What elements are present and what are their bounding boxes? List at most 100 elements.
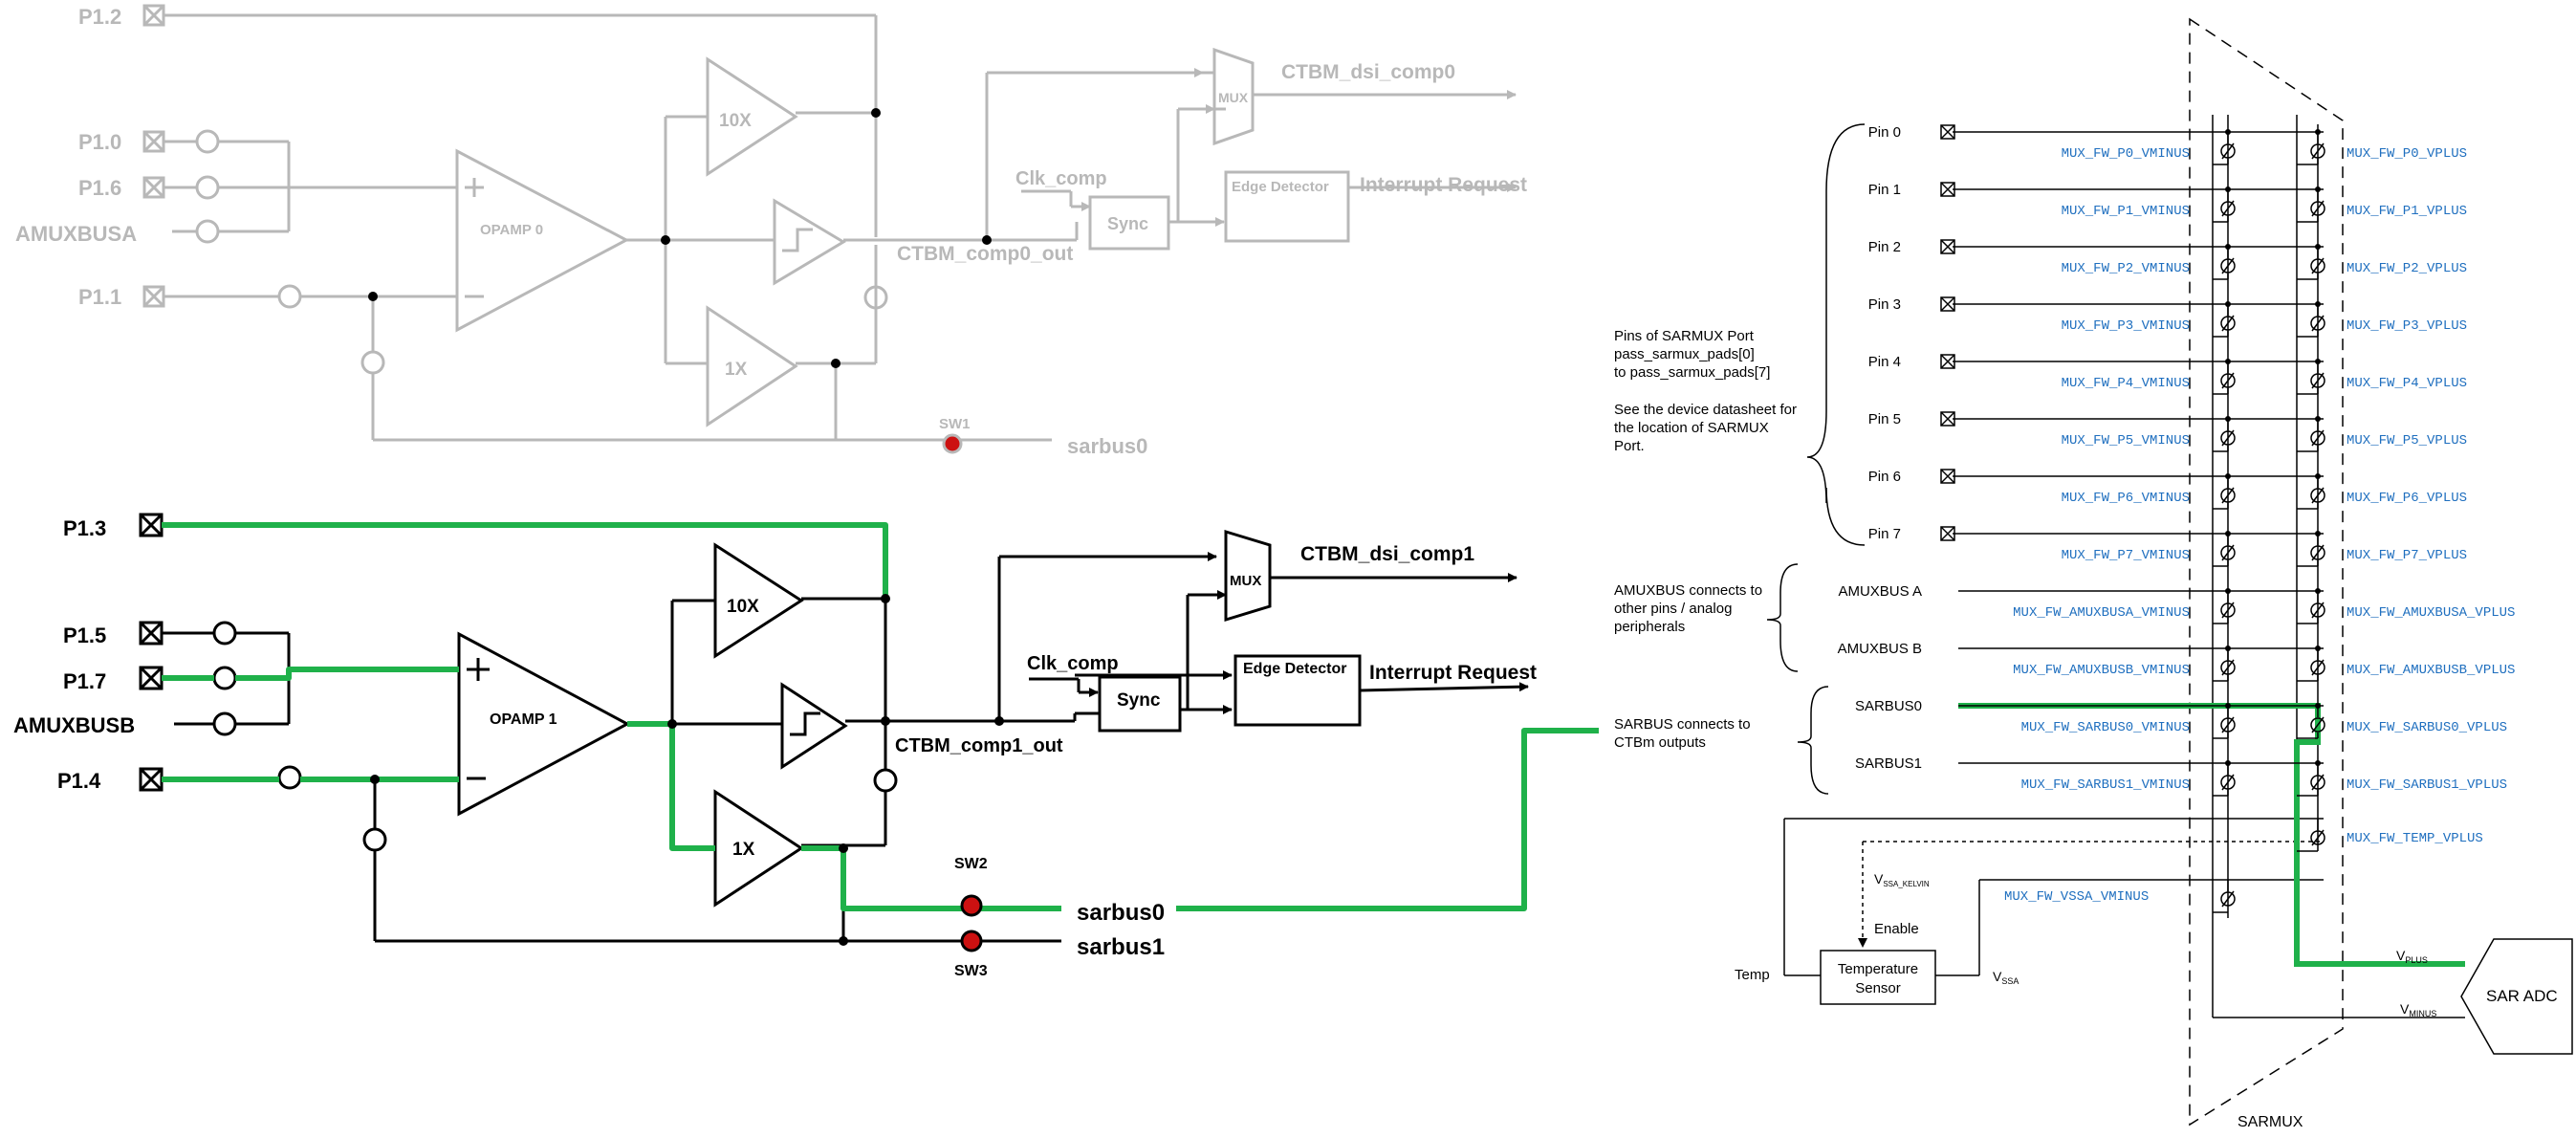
- pin-label: P1.3: [63, 516, 106, 540]
- vplus-label: VPLUS: [2396, 948, 2428, 965]
- note-sarbus-line: CTBm outputs: [1614, 734, 1706, 751]
- comparator0-symbol: [773, 198, 846, 286]
- mux-switch-icon: [2220, 545, 2236, 560]
- mux-switch-icon: [2310, 488, 2325, 503]
- vplus-switch-label: MUX_FW_SARBUS0_VPLUS: [2347, 720, 2507, 735]
- edge-detector-label: Edge Detector: [1243, 661, 1346, 677]
- mux-switch-icon: [2310, 717, 2325, 733]
- junction: [2225, 760, 2231, 766]
- junction: [2225, 473, 2231, 479]
- mux-switch-icon: [2310, 373, 2325, 388]
- sw3-label: SW3: [954, 963, 988, 979]
- pin-label: P1.7: [63, 669, 106, 693]
- vplus-switch-label: MUX_FW_P5_VPLUS: [2347, 433, 2467, 449]
- note-pins-line: See the device datasheet for: [1614, 402, 1797, 418]
- amp10x-label: 10X: [719, 111, 752, 131]
- opamp0-label: OPAMP 0: [480, 222, 543, 238]
- junction: [2315, 359, 2321, 364]
- mux-switch-icon: [2310, 316, 2325, 331]
- comp0-out-label: CTBM_comp0_out: [897, 243, 1073, 265]
- vplus-switch-label: MUX_FW_SARBUS1_VPLUS: [2347, 777, 2507, 793]
- ctbm1-block: [139, 513, 1529, 943]
- sarmux-row-label: SARBUS1: [1855, 755, 1922, 772]
- vplus-switch-label: MUX_FW_AMUXBUSB_VPLUS: [2347, 663, 2515, 678]
- vminus-switch-label: MUX_FW_P5_VMINUS: [2062, 433, 2190, 449]
- vplus-switch-label: MUX_FW_AMUXBUSA_VPLUS: [2347, 605, 2515, 621]
- sarmux-row-label: AMUXBUS A: [1838, 583, 1922, 600]
- sarmux-row-label: Pin 5: [1868, 411, 1901, 427]
- sw2-label: SW2: [954, 856, 988, 872]
- mux-switch-icon: [2310, 602, 2325, 618]
- active-signal-path: [162, 522, 1599, 911]
- mux-switch-icon: [2310, 775, 2325, 790]
- mux-label: MUX: [1230, 573, 1261, 589]
- edge-detector-top-box: [1224, 170, 1350, 243]
- pin-p1-7: [139, 666, 164, 690]
- pin-p1-0: [142, 130, 165, 153]
- junction: [661, 235, 670, 245]
- mux-switch-icon: [2310, 430, 2325, 446]
- vminus-switch-label: MUX_FW_SARBUS1_VMINUS: [2021, 777, 2190, 793]
- mux-switch-icon: [2310, 545, 2325, 560]
- note-pins-line: Pins of SARMUX Port: [1614, 328, 1755, 344]
- junction: [2225, 703, 2231, 709]
- junction: [2315, 186, 2321, 192]
- mux-switch-icon: [2310, 201, 2325, 216]
- note-pins-line: pass_sarmux_pads[0]: [1614, 346, 1755, 362]
- sarmux-row-label: Pin 2: [1868, 239, 1901, 255]
- sarmux-row-label: AMUXBUS B: [1838, 641, 1922, 657]
- junction: [2315, 588, 2321, 594]
- irq-label: Interrupt Request: [1360, 174, 1527, 196]
- junction: [2225, 416, 2231, 422]
- sarmux-block: [1766, 17, 2573, 1127]
- vplus-switch-label: MUX_FW_P0_VPLUS: [2347, 146, 2467, 162]
- junction: [2225, 186, 2231, 192]
- ctbm0-labels: P1.2 P1.0 P1.6 AMUXBUSA P1.1 OPAMP 0 10X…: [15, 5, 1527, 458]
- junction: [2225, 244, 2231, 250]
- note-amux-line: other pins / analog: [1614, 601, 1732, 617]
- edge-detector-label: Edge Detector: [1232, 179, 1329, 195]
- vminus-switch-label: MUX_FW_P4_VMINUS: [2062, 376, 2190, 391]
- vminus-label: VMINUS: [2400, 1001, 2436, 1018]
- amp10x-bottom-symbol: [713, 542, 804, 659]
- junction: [2315, 244, 2321, 250]
- vminus-switch-label: MUX_FW_P7_VMINUS: [2062, 548, 2190, 563]
- sarmux-row-label: Pin 7: [1868, 526, 1901, 542]
- note-pins-line: to pass_sarmux_pads[7]: [1614, 364, 1770, 381]
- sar-adc-label: SAR ADC: [2486, 987, 2558, 1005]
- mux-switch-icon: [2220, 488, 2236, 503]
- vminus-switch-label: MUX_FW_P0_VMINUS: [2062, 146, 2190, 162]
- junction: [831, 359, 840, 368]
- sensor-label-line: Sensor: [1855, 980, 1901, 996]
- mux-switch-icon: [2220, 316, 2236, 331]
- sync-bottom-box: [1098, 675, 1182, 733]
- pin-label: AMUXBUSA: [15, 222, 137, 246]
- vminus-switch-label: MUX_FW_P6_VMINUS: [2062, 491, 2190, 506]
- comp1-out-label: CTBM_comp1_out: [895, 735, 1063, 756]
- mux-switch-icon: [2220, 143, 2236, 159]
- pin-p1-3: [139, 513, 164, 537]
- pin-label: P1.6: [78, 176, 121, 200]
- pin-label: P1.1: [78, 285, 121, 309]
- junction: [2225, 588, 2231, 594]
- junction: [2315, 301, 2321, 307]
- amp1x-bottom-symbol: [713, 789, 804, 908]
- pin-label: AMUXBUSB: [13, 713, 135, 737]
- pin-p1-4: [139, 767, 164, 792]
- vplus-switch-label: MUX_FW_P2_VPLUS: [2347, 261, 2467, 276]
- vssa-kelvin-label: VSSA_KELVIN: [1874, 871, 1930, 888]
- mux-label: MUX: [1218, 90, 1249, 105]
- mux-switch-icon: [2220, 602, 2236, 618]
- vplus-switch-label: MUX_FW_P1_VPLUS: [2347, 204, 2467, 219]
- sarmux-outline: [2189, 17, 2344, 1127]
- amp1x-top-symbol: [706, 305, 798, 427]
- amp10x-top-symbol: [706, 56, 798, 177]
- mux-switch-icon: [2310, 660, 2325, 675]
